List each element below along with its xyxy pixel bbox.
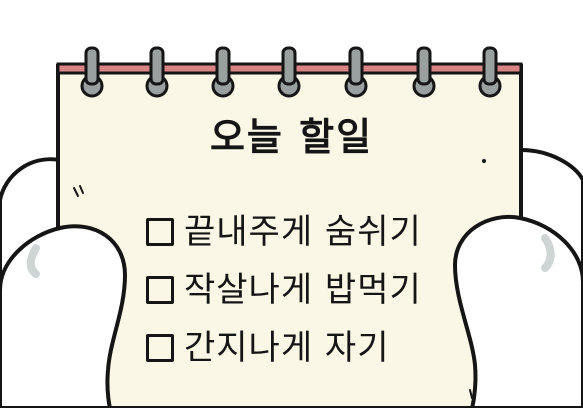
checkbox-icon[interactable] bbox=[146, 276, 174, 304]
spiral-binding bbox=[80, 46, 502, 98]
spiral-ring-icon bbox=[478, 46, 502, 98]
left-hand-front bbox=[0, 224, 127, 408]
spiral-ring-icon bbox=[277, 46, 301, 98]
todo-label: 작살나게 밥먹기 bbox=[184, 270, 422, 310]
todo-item: 작살나게 밥먹기 bbox=[146, 261, 422, 319]
todo-list: 끝내주게 숨쉬기 작살나게 밥먹기 간지나게 자기 bbox=[146, 203, 422, 377]
checkbox-icon[interactable] bbox=[146, 334, 174, 362]
todo-label: 간지나게 자기 bbox=[184, 328, 390, 368]
right-hand-front bbox=[453, 214, 583, 408]
todo-label: 끝내주게 숨쉬기 bbox=[184, 212, 422, 252]
todo-item: 간지나게 자기 bbox=[146, 319, 422, 377]
todo-item: 끝내주게 숨쉬기 bbox=[146, 203, 422, 261]
spiral-ring-icon bbox=[344, 46, 368, 98]
spiral-ring-icon bbox=[145, 46, 169, 98]
spiral-ring-icon bbox=[412, 46, 436, 98]
note-title: 오늘 할일 bbox=[209, 115, 374, 159]
spiral-ring-icon bbox=[80, 46, 104, 98]
checkbox-icon[interactable] bbox=[146, 218, 174, 246]
spiral-ring-icon bbox=[211, 46, 235, 98]
